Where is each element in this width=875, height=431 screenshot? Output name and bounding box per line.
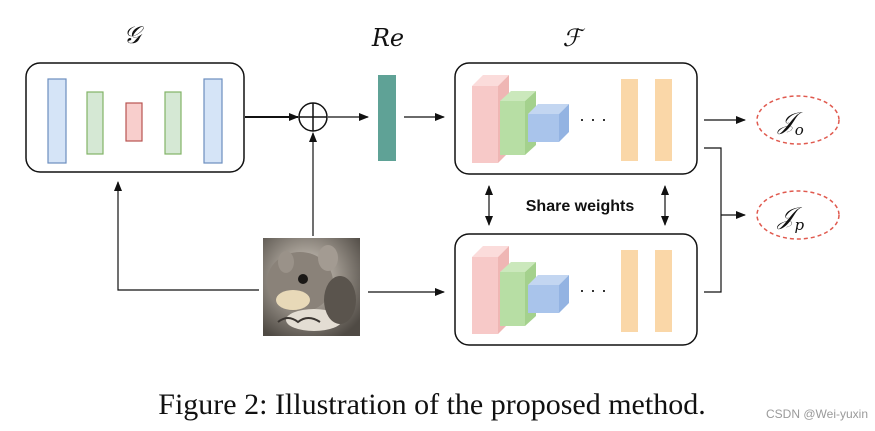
loss-p-ellipse: [756, 190, 840, 240]
generator-layer-2: [86, 91, 104, 155]
merge-to-loss-p: [704, 147, 746, 293]
output-bar-top-1: [621, 79, 638, 161]
svg-text:𝒥o: 𝒥o: [777, 107, 804, 139]
cube-blue-bottom: [528, 275, 569, 313]
sum-operator: [298, 102, 328, 132]
input-image-squirrel: [263, 238, 360, 336]
re-bar: [378, 75, 396, 161]
feature-net-bottom: · · ·: [454, 233, 698, 346]
loss-p-subscript: p: [794, 216, 804, 234]
share-weights-label: Share weights: [526, 198, 635, 215]
generator-label: 𝒢: [123, 21, 144, 49]
feature-net-label: ℱ: [563, 24, 586, 52]
figure-caption: Figure 2: Illustration of the proposed m…: [158, 388, 705, 421]
feature-net-top: · · ·: [454, 62, 698, 175]
loss-p: 𝒥p: [756, 190, 840, 240]
arrow-image-to-generator: [114, 181, 259, 291]
loss-o-ellipse: [756, 95, 840, 145]
output-bar-bottom-2: [655, 250, 672, 332]
generator-layer-1: [47, 78, 67, 164]
output-bar-bottom-1: [621, 250, 638, 332]
re-label: Re: [371, 24, 404, 52]
generator-layer-5: [203, 78, 223, 164]
ellipsis-top: · · ·: [579, 109, 607, 129]
loss-o: 𝒥o: [756, 95, 840, 145]
generator-block: [25, 62, 245, 173]
watermark: CSDN @Wei-yuxin: [766, 407, 868, 421]
generator-layer-4: [164, 91, 182, 155]
output-bar-top-2: [655, 79, 672, 161]
svg-text:𝒥p: 𝒥p: [777, 202, 805, 234]
loss-o-subscript: o: [795, 121, 804, 139]
generator-layer-3: [125, 102, 143, 142]
ellipsis-bottom: · · ·: [579, 280, 607, 300]
cube-blue-top: [528, 104, 569, 142]
